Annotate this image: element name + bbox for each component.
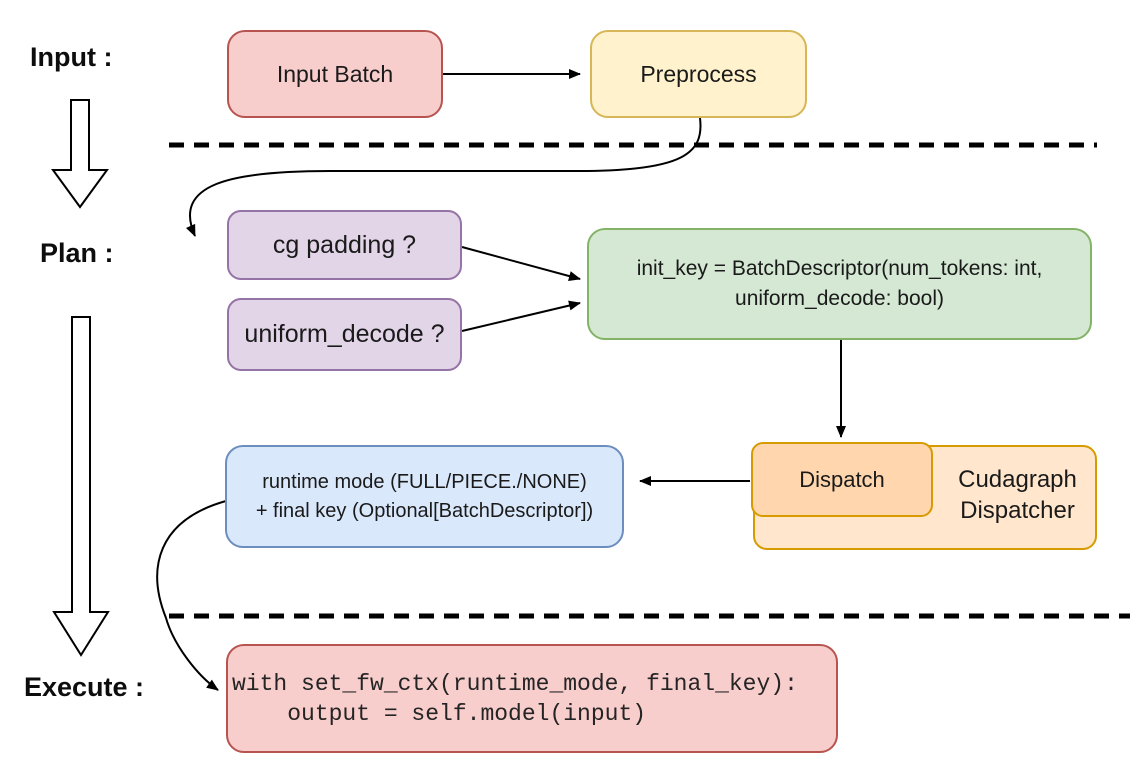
node-execute-code-line2: output = self.model(input)	[232, 700, 647, 727]
node-input-batch-label: Input Batch	[276, 60, 394, 87]
stage-label-execute: Execute :	[24, 672, 145, 702]
node-init-key: init_key = BatchDescriptor(num_tokens: i…	[587, 228, 1092, 340]
stage-label-plan: Plan :	[40, 238, 114, 268]
node-uniform-decode: uniform_decode ?	[227, 298, 462, 371]
node-uniform-decode-label: uniform_decode ?	[244, 320, 445, 348]
stage-arrow-plan-to-execute-icon	[52, 316, 110, 657]
stage-label-input: Input :	[30, 42, 113, 72]
node-runtime-mode-line1: runtime mode (FULL/PIECE./NONE)	[262, 470, 587, 493]
node-cg-padding: cg padding ?	[227, 210, 462, 280]
node-execute-code-line1: with set_fw_ctx(runtime_mode, final_key)…	[232, 670, 798, 697]
connector-preprocess-cgpadding	[185, 117, 702, 237]
node-init-key-line2: uniform_decode: bool)	[735, 287, 944, 310]
node-init-key-line1: init_key = BatchDescriptor(num_tokens: i…	[636, 257, 1043, 280]
node-dispatch: Dispatch	[751, 442, 933, 517]
node-runtime-mode: runtime mode (FULL/PIECE./NONE) + final …	[225, 445, 624, 548]
node-runtime-mode-line2: + final key (Optional[BatchDescriptor])	[255, 499, 594, 522]
connector-runtimemode-executecode	[156, 500, 227, 691]
connector-uniformdecode-initkey	[461, 300, 581, 332]
node-preprocess: Preprocess	[590, 30, 807, 118]
node-cudagraph-dispatcher-label: Cudagraph Dispatcher	[958, 466, 1077, 524]
connector-cgpadding-initkey	[461, 246, 581, 281]
stage-arrow-input-to-plan-icon	[51, 99, 109, 209]
node-preprocess-label: Preprocess	[640, 60, 757, 87]
node-dispatch-label: Dispatch	[799, 466, 885, 492]
node-cg-padding-label: cg padding ?	[272, 230, 417, 259]
node-execute-code: with set_fw_ctx(runtime_mode, final_key)…	[226, 644, 838, 753]
node-input-batch: Input Batch	[227, 30, 443, 118]
